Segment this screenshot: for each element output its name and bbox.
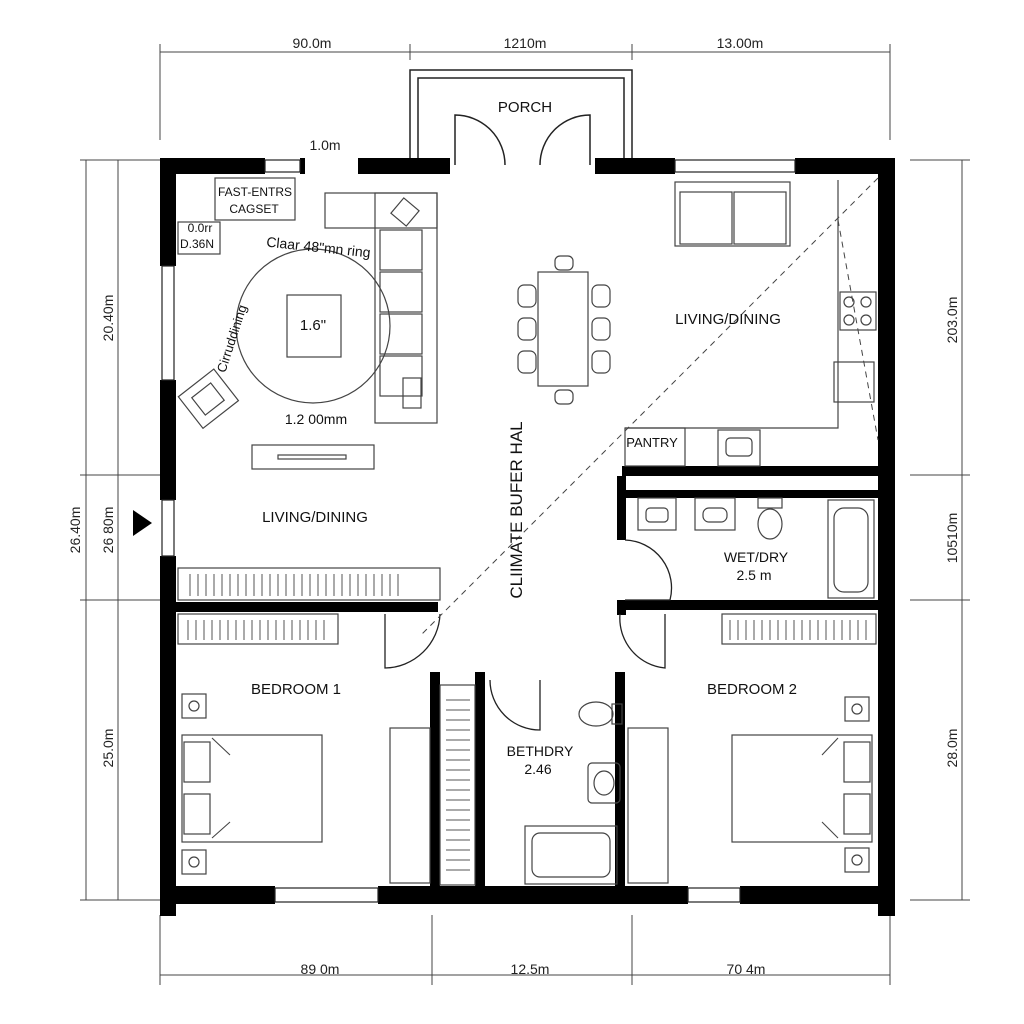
dim-bottom-1: 89 0m	[301, 961, 340, 977]
furniture	[177, 177, 877, 886]
porch	[409, 69, 633, 166]
dim-top-1: 90.0m	[293, 35, 332, 51]
dim-right-1: 203.0m	[944, 297, 960, 344]
ring-bottom-label: 1.2 00mm	[285, 411, 347, 427]
door-swings	[384, 539, 673, 731]
dim-left-2: 26.40m	[67, 507, 83, 554]
entry-arrow-icon	[133, 510, 152, 536]
dim-bottom-3: 70 4m	[727, 961, 766, 977]
dim-left-4: 25.0m	[100, 729, 116, 768]
dim-left-3: 26 80m	[100, 507, 116, 554]
porch-label: PORCH	[498, 99, 552, 116]
living-dining-left-label: LIVING/DINING	[262, 509, 368, 526]
dim-top-3: 13.00m	[717, 35, 764, 51]
dim-top-2: 1210m	[504, 35, 547, 51]
dim-right-3: 28.0m	[944, 729, 960, 768]
wardrobe-hangers	[187, 574, 867, 871]
dim-entry-gap: 1.0m	[309, 137, 340, 153]
note-label-line2: D.36N	[180, 237, 214, 251]
ring-left-label: Cirruddining	[214, 303, 250, 374]
dashed-guides	[419, 177, 879, 637]
exterior-walls	[160, 158, 895, 916]
dim-right-2: 10510m	[944, 513, 960, 564]
dim-left-1: 20.40m	[100, 295, 116, 342]
hall-label: CLIIMATE BUFER HAL	[507, 421, 526, 598]
note-label-line1: 0.0rr	[188, 221, 213, 235]
windows	[161, 159, 796, 903]
ring-top-label: Claar 48"mn ring	[266, 234, 372, 261]
bedroom-1-label: BEDROOM 1	[251, 681, 341, 698]
bath-area: 2.46	[524, 761, 551, 777]
dim-bottom-2: 12.5m	[511, 961, 550, 977]
dimension-lines	[80, 44, 970, 985]
table-size-label: 1.6"	[300, 317, 326, 334]
closet-label-line2: CAGSET	[229, 202, 279, 216]
bath-label: BETHDRY	[507, 743, 574, 759]
wet-dry-area: 2.5 m	[736, 567, 771, 583]
bed-details	[211, 737, 839, 839]
bedroom-2-label: BEDROOM 2	[707, 681, 797, 698]
closet-label-line1: FAST-ENTRS	[218, 185, 292, 199]
living-dining-right-label: LIVING/DINING	[675, 311, 781, 328]
pantry-label: PANTRY	[626, 435, 678, 450]
wet-dry-label: WET/DRY	[724, 549, 789, 565]
